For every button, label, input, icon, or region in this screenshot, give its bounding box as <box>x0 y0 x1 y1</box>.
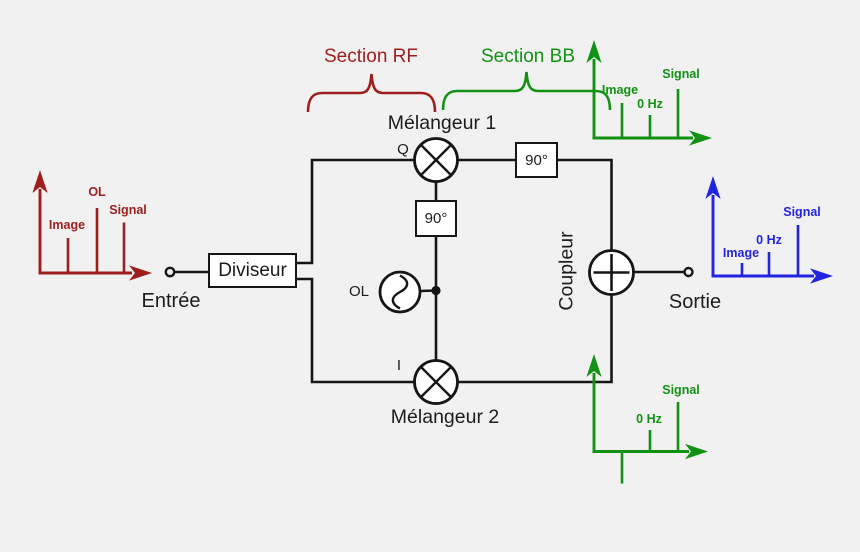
bb-upper-signal-label: Signal <box>662 67 700 81</box>
bb-lower-spectrum <box>592 373 689 484</box>
input-terminal-icon <box>164 266 176 278</box>
mixer2-icon <box>413 359 459 405</box>
input-spectrum <box>38 189 132 275</box>
right-arrow-icon <box>129 265 152 281</box>
up-arrow-icon <box>32 170 48 193</box>
input-port-label: Entrée <box>141 290 201 312</box>
right-arrow-icon <box>685 443 708 460</box>
bb-lower-signal-label: Signal <box>662 383 700 397</box>
junction-dot <box>431 285 441 296</box>
diviseur-label: Diviseur <box>218 259 287 281</box>
wire-diviseur-to-mixer2 <box>297 277 414 384</box>
phase-shifter-top-label: 90° <box>525 151 548 169</box>
section-bb-title: Section BB <box>481 46 575 67</box>
phase-shifter-mid-label: 90° <box>424 210 448 227</box>
diviseur-block: Diviseur <box>208 253 297 288</box>
oscillator-icon <box>378 270 422 314</box>
wire-mixer2-to-coupler <box>457 294 613 384</box>
ol-label: OL <box>348 283 370 300</box>
wire-phase-to-coupler <box>558 158 613 251</box>
wire-diviseur-to-mixer1 <box>297 158 414 265</box>
right-arrow-icon <box>810 268 833 284</box>
coupler-label: Coupleur <box>555 231 578 311</box>
section-rf-title: Section RF <box>324 46 418 67</box>
i-port-label: I <box>396 357 402 374</box>
section-bb-brace-icon <box>441 71 612 111</box>
phase-shifter-mid-block: 90° <box>415 200 457 237</box>
right-arrow-icon <box>689 130 712 146</box>
q-port-label: Q <box>397 141 409 158</box>
up-arrow-icon <box>586 354 602 377</box>
coupler-icon <box>588 249 635 296</box>
mixer2-label: Mélangeur 2 <box>390 406 500 428</box>
output-signal-label: Signal <box>783 205 821 219</box>
input-image-label: Image <box>48 218 86 232</box>
output-0hz-label: 0 Hz <box>756 233 782 247</box>
bb-upper-spectrum <box>592 59 693 140</box>
bb-upper-image-label: Image <box>601 83 639 97</box>
up-arrow-icon <box>586 40 602 63</box>
section-rf-brace-icon <box>306 73 437 113</box>
output-image-label: Image <box>722 246 760 260</box>
mixer1-icon <box>413 137 459 183</box>
output-spectrum <box>711 195 814 278</box>
bb-upper-0hz-label: 0 Hz <box>637 97 663 111</box>
mixer1-label: Mélangeur 1 <box>387 112 497 134</box>
input-signal-label: Signal <box>109 203 147 217</box>
bb-lower-0hz-label: 0 Hz <box>636 412 662 426</box>
up-arrow-icon <box>705 176 721 199</box>
circuit-wires <box>174 158 685 384</box>
phase-shifter-top-block: 90° <box>515 142 558 178</box>
output-terminal-icon <box>683 266 694 278</box>
output-port-label: Sortie <box>668 291 722 313</box>
input-ol-label: OL <box>88 185 106 199</box>
